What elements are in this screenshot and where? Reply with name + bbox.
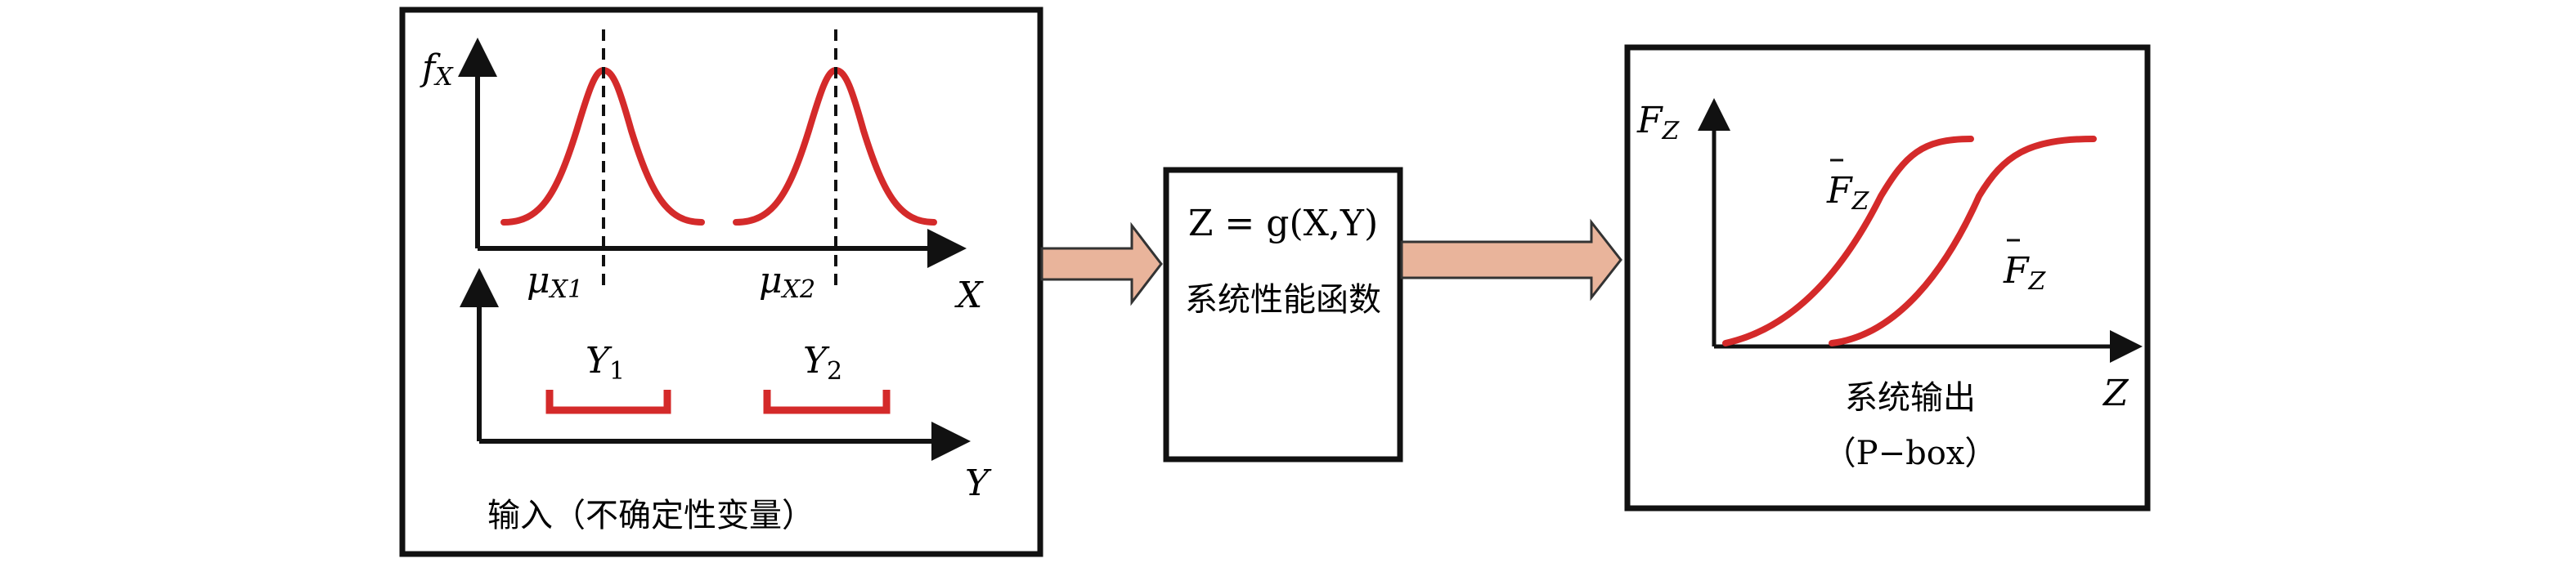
lower-cdf-curve <box>1829 136 2097 346</box>
function-formula: Z = g(X,Y) <box>1188 203 1378 244</box>
flow-arrow-2 <box>1400 218 1622 302</box>
z-axis-label: Z <box>2102 373 2129 414</box>
upper-cdf-label: FZ <box>1826 170 1870 216</box>
interval-y2-label: Y2 <box>803 340 842 386</box>
x-axis-label: X <box>954 275 984 316</box>
fz-axis-label: FZ <box>1636 100 1681 145</box>
mean2-label: μX2 <box>759 260 815 304</box>
interval-bracket-y2 <box>763 390 891 414</box>
upper-cdf-curve <box>1722 136 1974 346</box>
output-caption: 系统输出 <box>1845 379 1976 417</box>
mean1-label: μX1 <box>527 260 583 304</box>
interval-y1-label: Y1 <box>586 340 625 386</box>
function-caption: 系统性能函数 <box>1185 281 1381 319</box>
y-axis-label: Y <box>965 462 992 504</box>
performance-function-box <box>1163 167 1403 462</box>
interval-bracket-y1 <box>545 390 671 414</box>
output-caption-pbox: （P−box） <box>1824 435 1998 472</box>
input-panel <box>399 7 1043 557</box>
lower-cdf-label: FZ <box>2003 250 2047 296</box>
fx-axis-label: fX <box>420 47 454 92</box>
input-caption: 输入（不确定性变量） <box>487 497 815 534</box>
flow-arrow-1 <box>1040 221 1163 306</box>
